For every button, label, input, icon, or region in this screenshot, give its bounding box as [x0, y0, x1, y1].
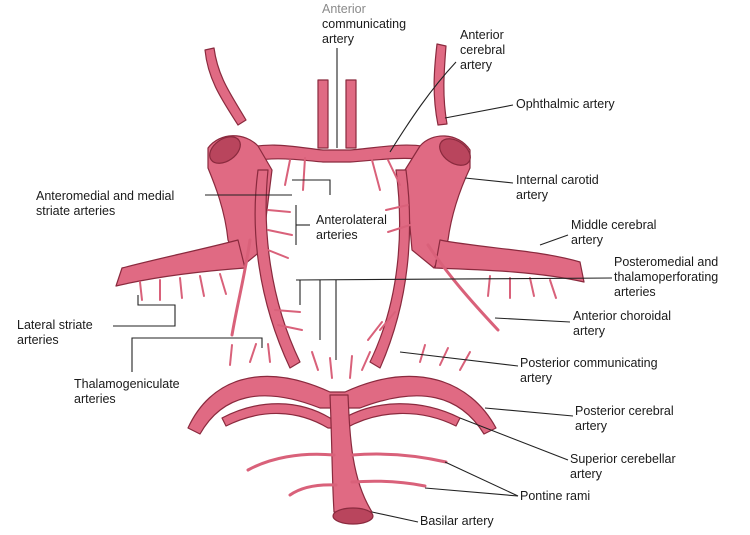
label-line: Posterior cerebral: [575, 404, 674, 419]
label-line: Posterior communicating: [520, 356, 658, 371]
label-line: Pontine rami: [520, 489, 590, 504]
label-line: artery: [322, 32, 406, 47]
label-line: arteries: [316, 228, 387, 243]
label-line: Lateral striate: [17, 318, 93, 333]
label-line: artery: [520, 371, 658, 386]
label-anterolateral-arteries: Anterolateral arteries: [316, 213, 387, 243]
label-line: Anterior: [322, 2, 406, 17]
label-anterior-cerebral-artery: Anterior cerebral artery: [460, 28, 505, 73]
right-middle-cerebral-artery: [435, 240, 584, 282]
label-line: thalamoperforating: [614, 270, 718, 285]
label-line: artery: [571, 233, 656, 248]
label-superior-cerebellar-artery: Superior cerebellar artery: [570, 452, 676, 482]
label-line: artery: [570, 467, 676, 482]
pontine-ramus-3: [290, 485, 336, 495]
label-anterior-choroidal-artery: Anterior choroidal artery: [573, 309, 671, 339]
label-ophthalmic-artery: Ophthalmic artery: [516, 97, 615, 112]
label-line: artery: [573, 324, 671, 339]
label-posterior-communicating-artery: Posterior communicating artery: [520, 356, 658, 386]
label-line: Ophthalmic artery: [516, 97, 615, 112]
label-line: cerebral: [460, 43, 505, 58]
pontine-ramus-4: [352, 481, 425, 486]
label-line: Basilar artery: [420, 514, 494, 529]
right-ophthalmic-artery: [434, 44, 447, 125]
label-line: communicating: [322, 17, 406, 32]
label-line: Anteromedial and medial: [36, 189, 174, 204]
label-line: Posteromedial and: [614, 255, 718, 270]
label-pontine-rami: Pontine rami: [520, 489, 590, 504]
label-basilar-artery: Basilar artery: [420, 514, 494, 529]
right-posterior-communicating-artery: [370, 170, 410, 368]
label-line: striate arteries: [36, 204, 174, 219]
label-posteromedial-thalamoperforating-arteries: Posteromedial and thalamoperforating art…: [614, 255, 718, 300]
artery-drawing: [116, 44, 584, 524]
left-anterior-cerebral-artery: [318, 80, 328, 148]
anterior-arch: [238, 145, 440, 164]
label-line: artery: [575, 419, 674, 434]
label-line: Anterolateral: [316, 213, 387, 228]
label-line: artery: [516, 188, 599, 203]
right-anterior-cerebral-artery: [346, 80, 356, 148]
label-line: arteries: [74, 392, 180, 407]
basilar-lumen: [333, 508, 373, 524]
label-line: Internal carotid: [516, 173, 599, 188]
pontine-ramus-2: [352, 454, 446, 462]
label-line: artery: [460, 58, 505, 73]
pontine-ramus-1: [248, 454, 334, 470]
label-lateral-striate-arteries: Lateral striate arteries: [17, 318, 93, 348]
label-anterior-communicating-artery: Anterior communicating artery: [322, 2, 406, 47]
label-line: arteries: [614, 285, 718, 300]
label-posterior-cerebral-artery: Posterior cerebral artery: [575, 404, 674, 434]
label-middle-cerebral-artery: Middle cerebral artery: [571, 218, 656, 248]
label-line: Middle cerebral: [571, 218, 656, 233]
left-ophthalmic-artery: [205, 48, 246, 125]
label-anteromedial-striate-arteries: Anteromedial and medial striate arteries: [36, 189, 174, 219]
leader-lines: [113, 48, 612, 522]
label-thalamogeniculate-arteries: Thalamogeniculate arteries: [74, 377, 180, 407]
label-line: arteries: [17, 333, 93, 348]
label-line: Thalamogeniculate: [74, 377, 180, 392]
label-internal-carotid-artery: Internal carotid artery: [516, 173, 599, 203]
label-line: Superior cerebellar: [570, 452, 676, 467]
label-line: Anterior: [460, 28, 505, 43]
label-line: Anterior choroidal: [573, 309, 671, 324]
